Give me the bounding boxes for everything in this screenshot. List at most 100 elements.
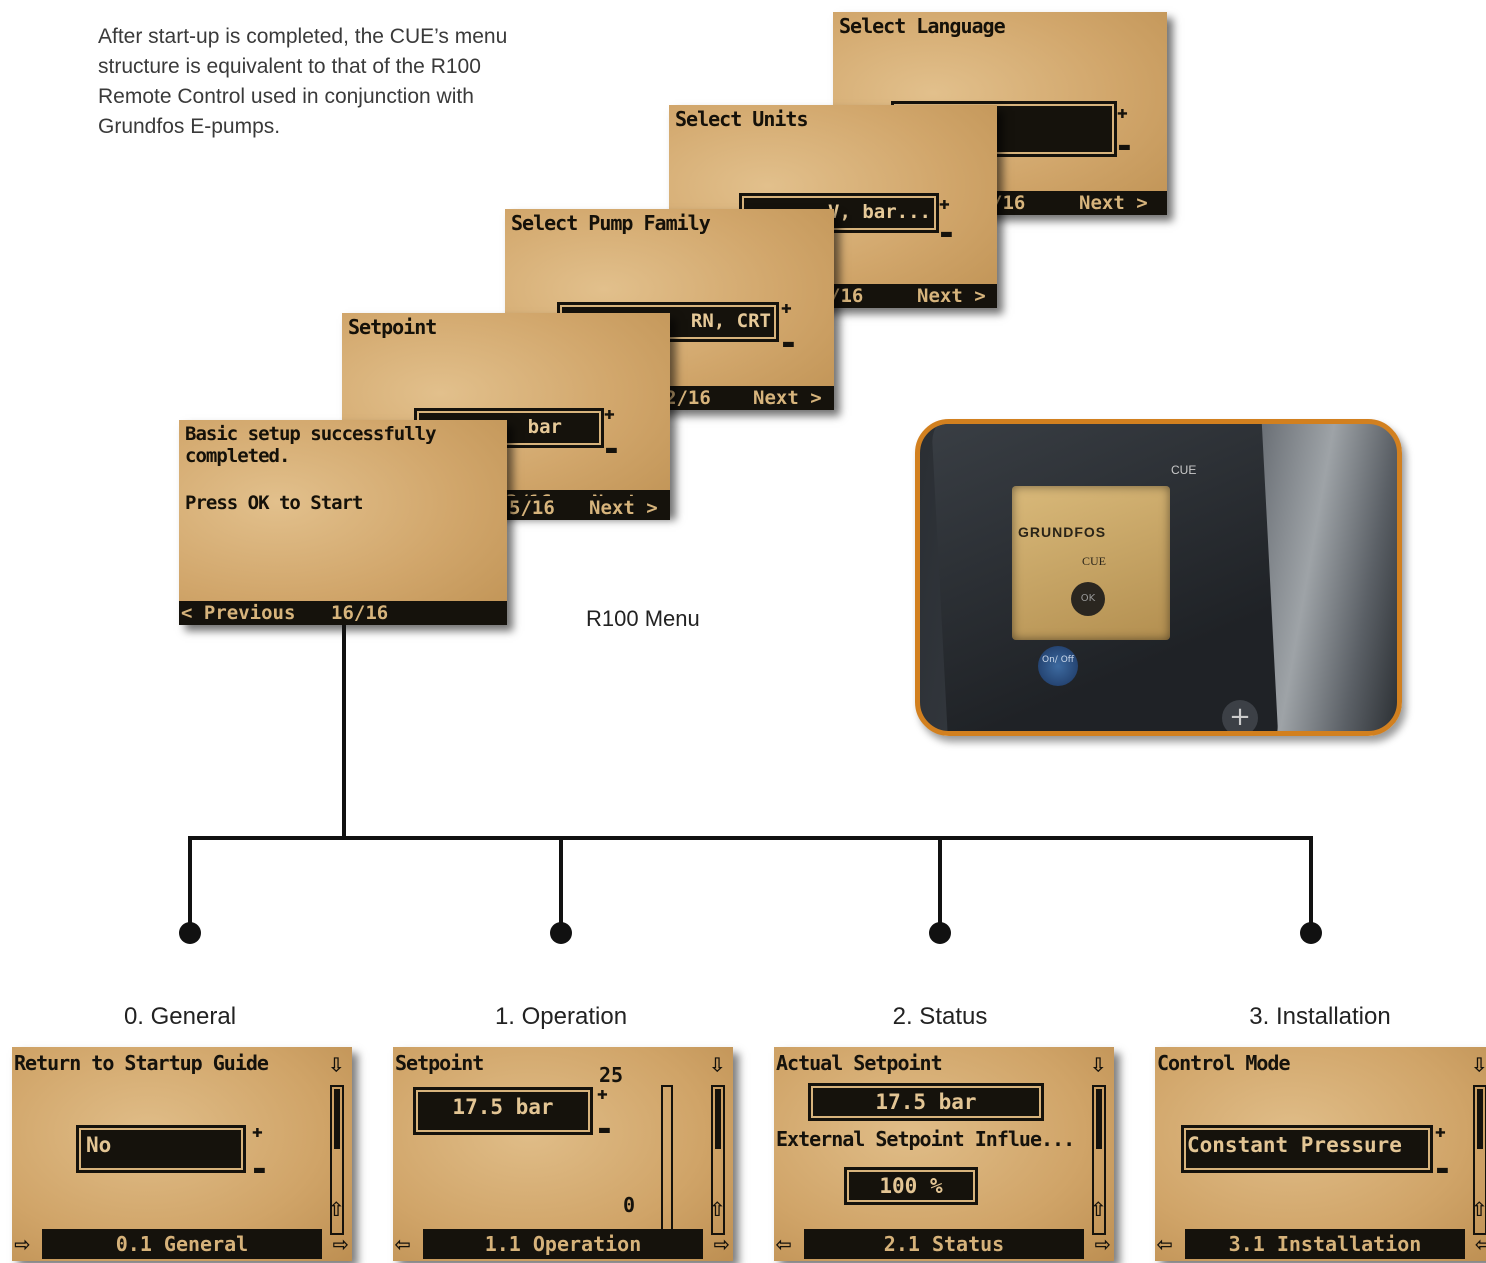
menu-screen-installation: Control Mode ⇩ ⇧ Constant Pressure ✚ ▬ ⇦… [1155,1047,1486,1261]
arrow-left-icon: ⇦ [395,1229,411,1259]
screen-title: Return to Startup Guide [14,1051,269,1075]
brand-logo: GRUNDFOS [1018,524,1107,540]
next-button: Next > [917,285,986,307]
page-indicator: /16 [991,192,1026,214]
minus-icon: ▬ [1119,136,1130,157]
arrow-up-icon: ⇧ [328,1193,344,1223]
setpoint-gauge [661,1085,673,1239]
screen-cue-text: CUE [1082,554,1106,568]
menu-screen-operation: Setpoint 25 ⇩ ⇧ 17.5 bar ✚ ▬ 0 ⇦ 1.1 Ope… [393,1047,733,1261]
page-indicator: 16/16 [331,602,389,624]
next-button: Next > [753,387,822,409]
intro-line: Remote Control used in conjunction with [98,85,474,108]
branch-node [550,922,572,944]
arrow-left-icon: ⇦ [1157,1229,1173,1259]
previous-button: < Previous [181,602,296,624]
minus-icon: ▬ [254,1159,265,1180]
value-field: 17.5 bar [808,1083,1044,1121]
screen-footer: < Previous 16/16 [179,601,507,625]
range-min: 0 [623,1193,636,1217]
scroll-thumb [334,1089,340,1149]
intro-text: After start-up is completed, the CUE’s m… [98,22,658,142]
minus-icon: ▬ [599,1119,610,1140]
menu-label-status: 2. Status [892,1003,988,1030]
message-line: completed. [185,445,290,467]
scroll-thumb [1096,1089,1102,1149]
value-field: Constant Pressure [1181,1125,1433,1173]
arrow-right-icon: ⇨ [332,1229,348,1259]
menu-label-general: 0. General [123,1003,237,1030]
arrow-down-icon: ⇩ [328,1049,344,1079]
intro-line: structure is equivalent to that of the R… [98,55,481,78]
screen-footer: 2.1 Status [804,1229,1084,1259]
screen-footer: 0.1 General [42,1229,322,1259]
screen-footer: 5/16 Next > [505,496,670,520]
screen-footer: 3.1 Installation [1185,1229,1465,1259]
arrow-down-icon: ⇩ [1471,1049,1486,1079]
plus-icon: ✚ [939,193,950,214]
scrollbar [711,1085,725,1235]
status-subtitle: External Setpoint Influe... [776,1127,1075,1151]
minus-icon: ▬ [941,223,952,244]
minus-icon: ▬ [1437,1159,1448,1180]
value-field: 17.5 bar [413,1087,593,1135]
message-line: Basic setup successfully [185,423,437,445]
plus-icon: ✚ [604,403,615,424]
ok-button-icon: OK [1071,582,1105,616]
screen-fragment: 5/16 Next > [505,418,670,520]
scrollbar [330,1085,344,1235]
arrow-up-icon: ⇧ [1471,1193,1486,1223]
screen-footer: 1.1 Operation [423,1229,703,1259]
arrow-up-icon: ⇧ [1090,1193,1106,1223]
arrow-right-icon: ⇨ [713,1229,729,1259]
menu-label-installation: 3. Installation [1249,1003,1391,1030]
arrow-left-icon: ⇦ [1475,1229,1486,1259]
value-field: 100 % [844,1167,978,1205]
screen-title: Setpoint [395,1051,484,1075]
scrollbar [1092,1085,1106,1235]
screen-title: Select Pump Family [511,211,711,235]
page-indicator: 2/16 [665,387,711,409]
screen-title: Select Units [675,107,808,131]
scroll-thumb [715,1089,721,1149]
arrow-left-icon: ⇦ [776,1229,792,1259]
device-tag: CUE [1171,463,1197,477]
plus-button-icon: + [1222,700,1258,731]
r100-menu-label: R100 Menu [586,606,700,631]
arrow-right-icon: ⇨ [1094,1229,1110,1259]
branch-node [929,922,951,944]
arrow-down-icon: ⇩ [709,1049,725,1079]
minus-icon: ▬ [783,333,794,354]
on-off-button-icon: On/ Off [1038,646,1078,686]
value-field: No [76,1125,246,1173]
intro-line: Grundfos E-pumps. [98,115,281,138]
branch-node [1300,922,1322,944]
next-button: Next > [1079,192,1148,214]
range-max: 25 [599,1063,624,1087]
intro-line: After start-up is completed, the CUE’s m… [98,25,508,48]
branch-node [179,922,201,944]
menu-screen-status: Actual Setpoint ⇩ ⇧ 17.5 bar External Se… [774,1047,1114,1261]
arrow-right-icon: ⇨ [14,1229,30,1259]
message-line: Press OK to Start [185,492,363,514]
menu-screen-general: Return to Startup Guide ⇩ ⇧ No ✚ ▬ ⇨ 0.1… [12,1047,352,1261]
cue-device-photo: CUE GRUNDFOS CUE OK On/ Off + [915,419,1402,736]
screen-title: Actual Setpoint [776,1051,943,1075]
minus-icon: ▬ [606,439,617,460]
plus-icon: ✚ [252,1121,263,1142]
screen-title: Setpoint [348,315,437,339]
page-indicator: /16 [829,285,864,307]
arrow-down-icon: ⇩ [1090,1049,1106,1079]
page-indicator: 5/16 [509,497,555,519]
next-button: Next > [589,497,658,519]
plus-icon: ✚ [1435,1121,1446,1142]
menu-label-operation: 1. Operation [494,1003,628,1030]
plus-icon: ✚ [781,297,792,318]
plus-icon: ✚ [1117,102,1128,123]
screen-title: Select Language [839,14,1006,38]
screen-setup-complete: Basic setup successfully completed. Pres… [179,420,507,625]
arrow-up-icon: ⇧ [709,1193,725,1223]
plus-icon: ✚ [597,1083,608,1104]
scroll-thumb [1477,1089,1483,1149]
screen-title: Control Mode [1157,1051,1290,1075]
